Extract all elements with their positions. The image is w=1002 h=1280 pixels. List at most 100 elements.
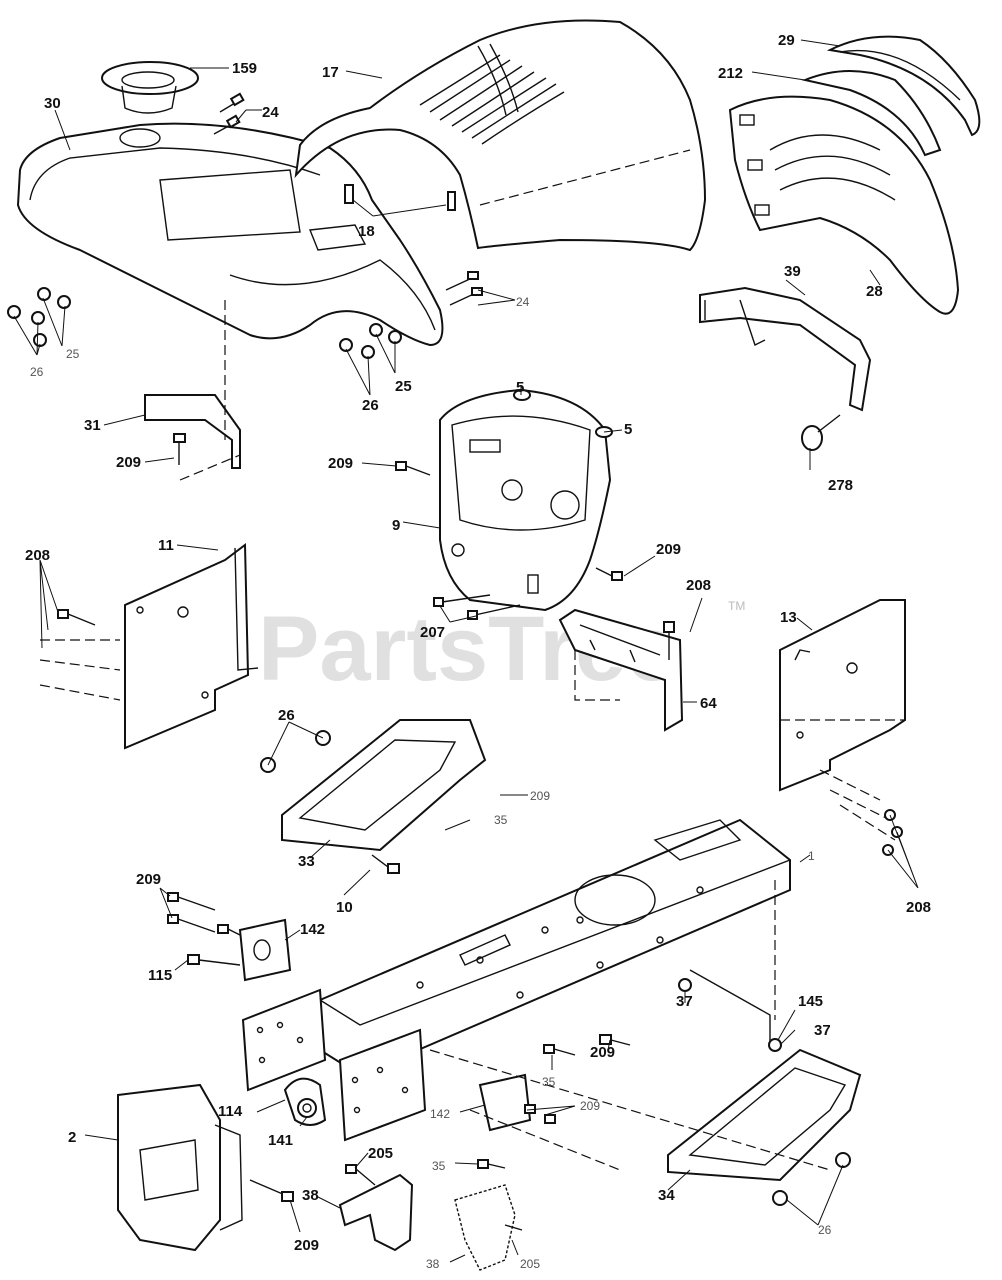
callout-145: 145: [798, 993, 823, 1010]
callout-17: 17: [322, 64, 339, 81]
part-bolt-115: [187, 954, 241, 966]
part-bracket-38: [338, 1164, 414, 1252]
part-knob-278: [801, 414, 841, 451]
callout-159: 159: [232, 60, 257, 77]
callout-64: 64: [700, 695, 717, 712]
part-cup-holder: [101, 61, 199, 114]
part-plate-front-right: [338, 1028, 427, 1142]
callout-13: 13: [780, 609, 797, 626]
callout-37-b: 37: [814, 1022, 831, 1039]
part-fender: [16, 122, 444, 347]
callout-35-c: 35: [432, 1159, 446, 1173]
callout-207: 207: [420, 624, 445, 641]
callout-209-f: 209: [590, 1044, 615, 1061]
part-side-panel-left: [124, 543, 259, 750]
watermark-tm: TM: [728, 599, 745, 613]
part-bolts-208-left: [39, 609, 121, 701]
callout-10: 10: [336, 899, 353, 916]
callout-115: 115: [148, 967, 172, 984]
callout-29: 29: [778, 32, 795, 49]
part-bolts-24-top: [213, 92, 245, 135]
callout-209-d: 209: [530, 789, 550, 803]
callout-26-b: 26: [362, 397, 379, 414]
callout-205-a: 205: [368, 1145, 393, 1162]
callout-26-a: 26: [30, 365, 44, 379]
part-main-frame: [319, 818, 791, 1077]
part-bolts-35: [477, 1044, 576, 1169]
part-side-panel-right: [779, 599, 906, 792]
callout-209-e: 209: [136, 871, 161, 888]
callout-18: 18: [358, 223, 375, 240]
callout-209-b: 209: [328, 455, 353, 472]
part-bracket-38-ghost: [454, 1184, 523, 1271]
part-footrest-left: [281, 719, 487, 852]
callout-30: 30: [44, 95, 61, 112]
callout-1: 1: [808, 849, 815, 863]
callout-38-b: 38: [426, 1257, 440, 1271]
callout-31: 31: [84, 417, 101, 434]
callout-33: 33: [298, 853, 315, 870]
callout-38-a: 38: [302, 1187, 319, 1204]
callout-26-c: 26: [278, 707, 295, 724]
callout-24-a: 24: [262, 104, 279, 121]
part-plate-142-a: [238, 918, 292, 982]
callout-11: 11: [158, 537, 174, 554]
callout-208-c: 208: [906, 899, 931, 916]
callout-208-b: 208: [686, 577, 711, 594]
callout-141: 141: [268, 1132, 293, 1149]
callout-142-b: 142: [430, 1107, 450, 1121]
callout-35-a: 35: [494, 813, 508, 827]
part-bracket-31: [144, 300, 241, 481]
callout-209-c: 209: [656, 541, 681, 558]
callout-28: 28: [866, 283, 883, 300]
callout-5-b: 5: [624, 421, 632, 438]
part-bolt-10: [371, 854, 400, 874]
part-screws-207: [433, 594, 521, 620]
callout-209-a: 209: [116, 454, 141, 471]
callout-24-b: 24: [516, 295, 530, 309]
part-nuts-26-right: [772, 1152, 851, 1206]
callout-114: 114: [218, 1103, 243, 1120]
callout-37-a: 37: [676, 993, 693, 1010]
part-nut-141: [297, 1098, 317, 1118]
part-bolts-209-upper-left: [167, 892, 241, 936]
part-dash-panel: [439, 388, 612, 612]
callout-labels: 159 30 24 17 29 212 18 24 25 26 25 26 28…: [25, 32, 931, 1271]
part-nuts-left: [7, 287, 71, 347]
callout-278: 278: [828, 477, 853, 494]
leader-lines: [13, 39, 919, 1263]
callout-25-b: 25: [395, 378, 412, 395]
part-bracket-39: [699, 286, 872, 412]
callout-209-g: 209: [580, 1099, 600, 1113]
part-hood: [294, 19, 707, 252]
callout-9: 9: [392, 517, 400, 534]
part-bolts-208-right: [819, 769, 903, 856]
callout-142-a: 142: [300, 921, 325, 938]
part-grille: [728, 95, 960, 315]
part-bracket-2: [117, 1083, 243, 1252]
part-bolt-209-b: [395, 461, 623, 581]
callout-209-h: 209: [294, 1237, 319, 1254]
part-headlight-lens: [826, 35, 981, 137]
callout-35-b: 35: [542, 1075, 556, 1089]
part-light-bar: [801, 70, 942, 157]
part-clips-18: [344, 184, 456, 211]
callout-2: 2: [68, 1129, 76, 1146]
callout-26-d: 26: [818, 1223, 832, 1237]
part-plate-142-b: [469, 1073, 621, 1171]
part-bolts-24-right: [445, 271, 483, 306]
callout-39: 39: [784, 263, 801, 280]
callout-34: 34: [658, 1187, 675, 1204]
part-nuts-26: [260, 730, 331, 773]
part-bolt-209-a: [173, 433, 186, 465]
part-rod-145: [678, 880, 782, 1052]
part-bracket-64: [558, 608, 684, 732]
part-footrest-right: [429, 1048, 862, 1182]
part-nuts-center: [339, 323, 402, 359]
callout-212: 212: [718, 65, 743, 82]
part-bolt-209-bottom: [249, 1179, 294, 1202]
callout-208-a: 208: [25, 547, 50, 564]
callout-205-b: 205: [520, 1257, 540, 1271]
callout-5-a: 5: [516, 379, 524, 396]
